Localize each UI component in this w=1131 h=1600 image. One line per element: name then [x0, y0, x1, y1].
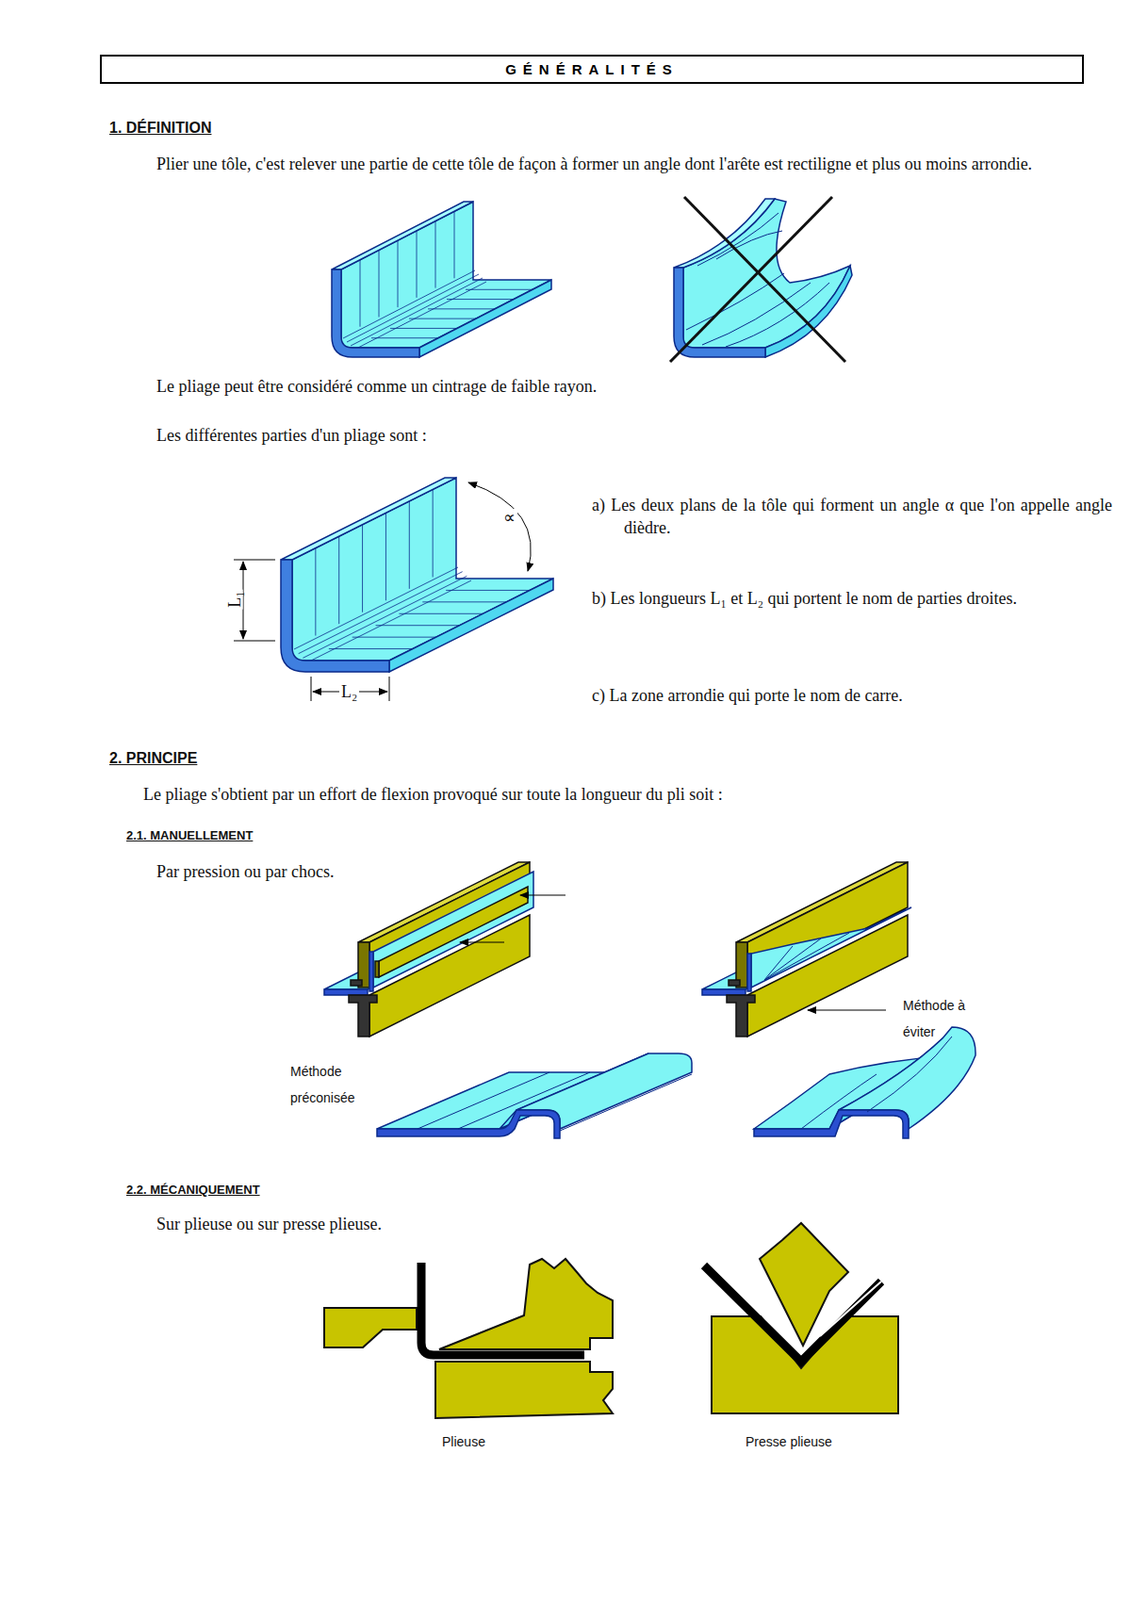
subsection-heading: 2.2. MÉCANIQUEMENT — [126, 1182, 261, 1197]
section-heading: 1. DÉFINITION — [109, 119, 212, 137]
press-brake — [704, 1223, 899, 1414]
bent-piece-good — [516, 1053, 692, 1130]
paragraph: Le pliage s'obtient par un effort de fle… — [143, 783, 723, 806]
recommended-method — [375, 961, 379, 978]
method-to-avoid — [747, 953, 752, 992]
figure-caption: Méthode préconisée — [290, 1058, 381, 1112]
page-title: GÉNÉRALITÉS — [505, 61, 679, 78]
dimension-label: L₁ — [226, 589, 244, 609]
bending-jaws — [324, 989, 368, 996]
method-to-avoid — [747, 907, 912, 1011]
figure-caption: Presse plieuse — [745, 1428, 833, 1456]
section-heading: 2. PRINCIPE — [109, 750, 197, 768]
method-to-avoid — [807, 1009, 886, 1011]
method-to-avoid — [751, 907, 912, 988]
press-brake — [704, 1265, 882, 1362]
paragraph: Sur plieuse ou sur presse plieuse. — [156, 1212, 382, 1236]
wrong-bend-figure — [686, 273, 830, 347]
angle-face — [343, 211, 533, 350]
angle-face — [280, 477, 457, 560]
folding-machine — [324, 1308, 417, 1348]
bent-piece-good — [377, 1053, 692, 1139]
bending-jaws — [348, 995, 377, 1037]
paragraph: Par pression ou par chocs. — [156, 860, 334, 884]
folding-machine — [439, 1259, 613, 1350]
paragraph: Le pliage peut être considéré comme un c… — [156, 375, 597, 398]
bending-jaws — [350, 980, 362, 986]
bent-piece-warped — [754, 1110, 909, 1139]
angle-face — [294, 489, 530, 663]
recommended-method — [369, 871, 566, 992]
bent-piece-warped — [754, 1027, 976, 1139]
title-box: GÉNÉRALITÉS — [99, 54, 1084, 84]
recommended-method — [373, 871, 534, 988]
wrong-bend-figure — [673, 198, 775, 268]
wrong-bend-figure — [670, 196, 833, 362]
dimension-lines — [233, 640, 276, 642]
folding-machine — [324, 1259, 613, 1419]
angle-face — [292, 477, 554, 661]
folding-machine — [421, 1262, 585, 1356]
dimension-lines — [243, 561, 245, 640]
folding-machine — [435, 1361, 613, 1419]
paragraph: Les différentes parties d'un pliage sont… — [156, 424, 427, 447]
dimension-label: L₂ — [339, 683, 360, 701]
press-brake — [819, 1281, 882, 1337]
wrong-bend-figure — [697, 213, 783, 266]
figure-caption: Méthode à éviter — [902, 992, 981, 1046]
subsection-heading: 2.1. MANUELLEMENT — [126, 828, 253, 843]
angle-face — [280, 559, 390, 673]
paragraph: Plier une tôle, c'est relever une partie… — [127, 152, 1082, 176]
angle-face — [341, 201, 552, 348]
method-to-avoid — [764, 933, 850, 981]
wrong-bend-figure — [765, 265, 853, 358]
figure-caption: Plieuse — [442, 1428, 486, 1456]
list-item: b) Les longueurs L₁ et L₂ qui portent le… — [591, 587, 1113, 610]
recommended-method — [369, 951, 374, 992]
dimension-lines — [311, 676, 312, 702]
dimension-lines — [389, 676, 391, 702]
bent-piece-warped — [801, 1036, 952, 1130]
angle-face — [331, 269, 420, 358]
dimension-lines — [233, 559, 276, 561]
recommended-method — [520, 894, 566, 896]
dimension-lines — [468, 482, 531, 572]
dimension-lines — [233, 482, 531, 702]
wrong-bend-figure — [684, 196, 846, 362]
angle-symbol: ∝ — [501, 508, 518, 526]
angle-face — [331, 201, 474, 270]
list-item: a) Les deux plans de la tôle qui forment… — [591, 493, 1113, 540]
wrong-bend-figure — [670, 196, 853, 362]
recommended-method — [459, 941, 505, 943]
list-item: c) La zone arrondie qui porte le nom de … — [591, 684, 1113, 707]
bent-piece-good — [417, 1072, 692, 1131]
recommended-method — [378, 886, 528, 978]
